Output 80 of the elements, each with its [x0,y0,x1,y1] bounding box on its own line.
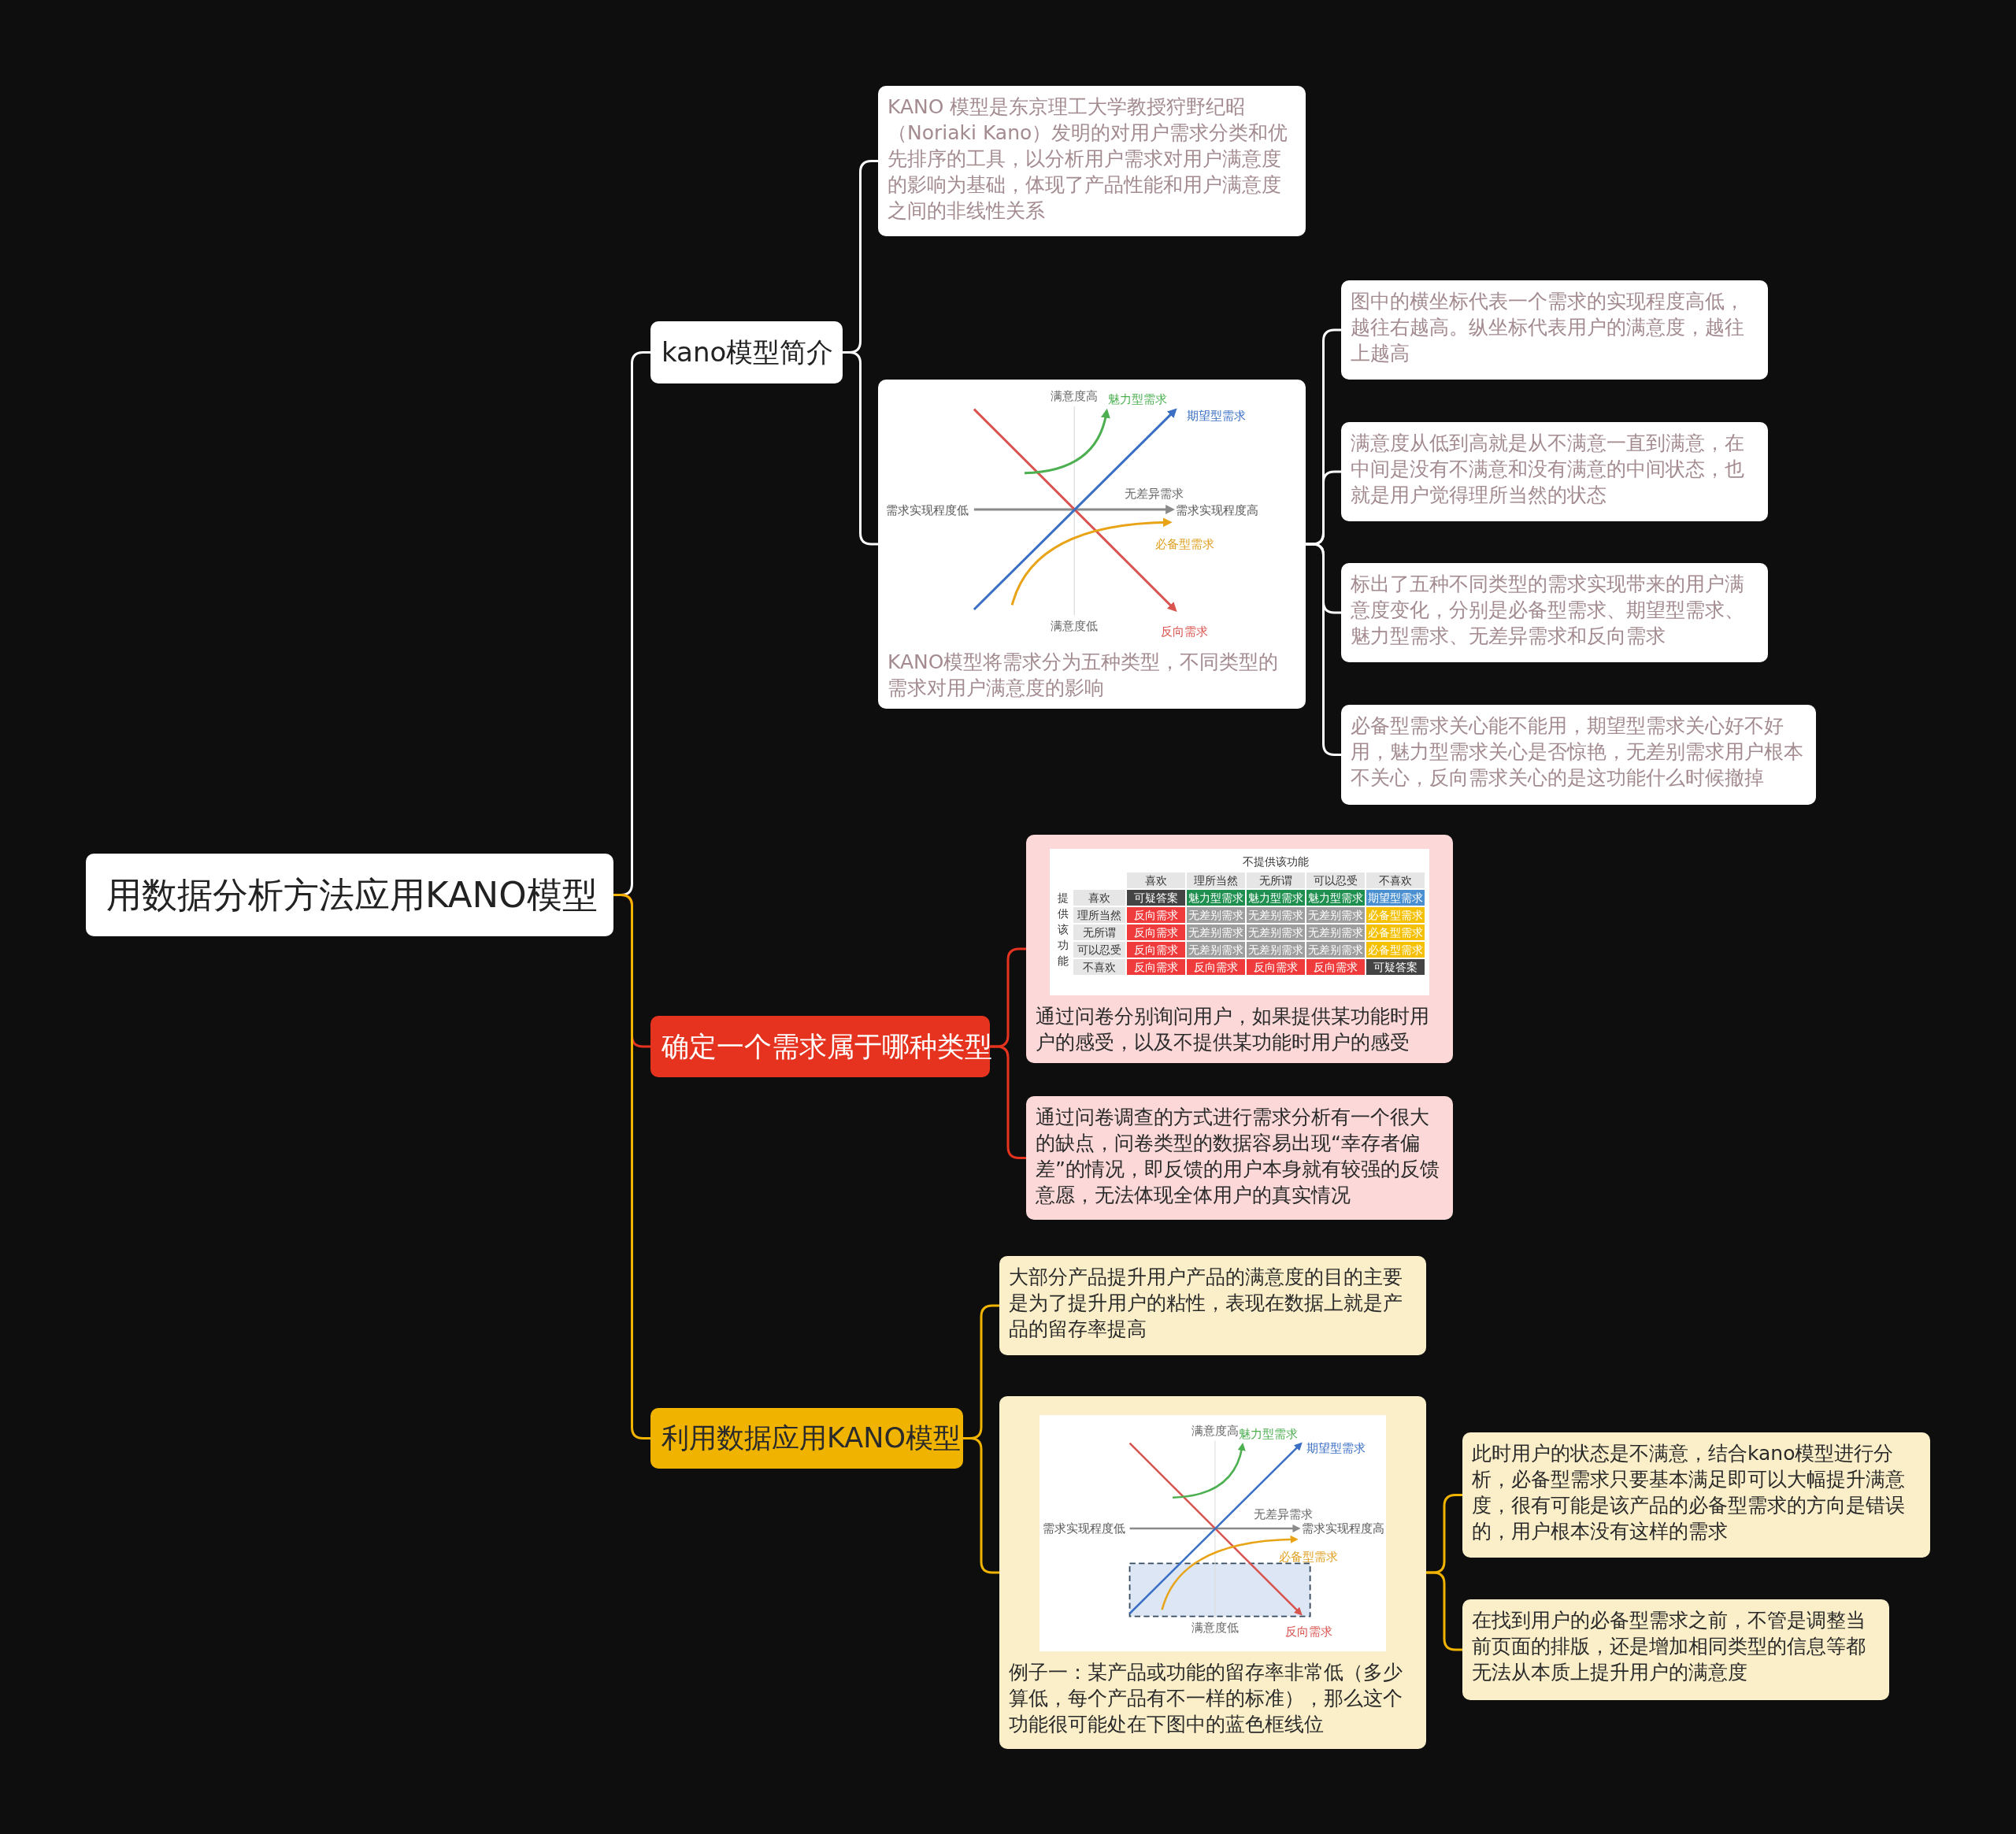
chart-label: 需求实现程度低 [886,504,969,517]
table-cell: 喜欢 [1073,890,1125,906]
table-cell: 反向需求 [1127,959,1185,975]
table-cell: 必备型需求 [1366,907,1425,923]
chart-label: 需求实现程度高 [1176,504,1259,517]
table-cell: 魅力型需求 [1187,890,1245,906]
chart-label: 必备型需求 [1279,1551,1339,1564]
table-cell: 反向需求 [1187,959,1245,975]
connector [1426,1571,1462,1651]
note-card: 满意度从低到高就是从不满意一直到满意，在中间是没有不满意和没有满意的中间状态，也就是用户觉得理所当然的状态 [1341,422,1768,521]
table-cell: 反向需求 [1127,924,1185,940]
table-cell: 无差别需求 [1306,942,1365,958]
table-cell: 无差别需求 [1247,942,1305,958]
image-card [999,1396,1426,1749]
table-cell: 无差别需求 [1306,924,1365,940]
table-cell: 反向需求 [1127,942,1185,958]
table-cell: 无所谓 [1073,924,1125,940]
branch-topic: 确定一个需求属于哪种类型 [650,1016,990,1077]
table-cell: 魅力型需求 [1306,890,1365,906]
note-card: 图中的横坐标代表一个需求的实现程度高低，越往右越高。纵坐标代表用户的满意度，越往上越高 [1341,280,1768,380]
chart-label: 魅力型需求 [1107,392,1167,406]
table-cell-text: 提供该功能 [1057,891,1069,969]
table-cell: 不喜欢 [1073,959,1125,975]
image-card [1026,835,1453,1063]
table-cell-text: 不提供该功能 [1242,854,1310,869]
table-cell: 可以忍受 [1306,873,1365,888]
chart-label: 期望型需求 [1306,1442,1366,1455]
table-cell: 理所当然 [1187,873,1245,888]
table-cell: 不喜欢 [1366,873,1425,888]
table-cell: 理所当然 [1073,907,1125,923]
note-card: 标出了五种不同类型的需求实现带来的用户满意度变化，分别是必备型需求、期望型需求、魅力型需求、无差异需求和反向需求 [1341,563,1768,662]
chart-label: 需求实现程度高 [1301,1522,1384,1536]
root-topic: 用数据分析方法应用KANO模型 [86,854,613,936]
table-cell: 魅力型需求 [1247,890,1305,906]
table-cell: 必备型需求 [1366,924,1425,940]
table-cell: 可以忍受 [1073,942,1125,958]
note-card: 在找到用户的必备型需求之前，不管是调整当前页面的排版，还是增加相同类型的信息等都无法从本质上提升用户的满意度 [1462,1599,1889,1700]
note-card: 必备型需求关心能不能用，期望型需求关心好不好用，魅力型需求关心是否惊艳，无差别需求用户根本不关心，反向需求关心的是这功能什么时候撤掉 [1341,705,1816,805]
table-cell: 无差别需求 [1306,907,1365,923]
note-card: 通过问卷调查的方式进行需求分析有一个很大的缺点，问卷类型的数据容易出现“幸存者偏差”的情况，即反馈的用户本身就有较强的反馈意愿，无法体现全体用户的真实情况 [1026,1096,1453,1220]
image-card [878,380,1306,709]
table-cell: 无差别需求 [1247,924,1305,940]
note-card: KANO 模型是东京理工大学教授狩野纪昭（Noriaki Kano）发明的对用户需求分类和优先排序的工具，以分析用户需求对用户满意度的影响为基础，体现了产品性能和用户满意度之间的非线性关系 [878,86,1306,236]
chart-label: 期望型需求 [1187,409,1247,423]
table-cell: 可疑答案 [1127,890,1185,906]
chart-label: 反向需求 [1284,1625,1332,1638]
connector [613,894,650,1439]
table-cell: 无所谓 [1247,873,1305,888]
chart-label: 需求实现程度低 [1043,1522,1126,1536]
table-cell: 必备型需求 [1366,942,1425,958]
chart-label: 魅力型需求 [1239,1428,1299,1441]
chart-label: 满意度低 [1191,1621,1239,1634]
note-card: 大部分产品提升用户产品的满意度的目的主要是为了提升用户的粘性，表现在数据上就是产品的留存率提高 [999,1256,1426,1355]
table-cell: 反向需求 [1127,907,1185,923]
caption-text: KANO模型将需求分为五种类型，不同类型的需求对用户满意度的影响 [887,650,1280,701]
table-cell: 反向需求 [1247,959,1305,975]
table-cell: 喜欢 [1127,873,1185,888]
table-cell: 无差别需求 [1187,907,1245,923]
chart-label: 无差异需求 [1253,1507,1313,1521]
branch-topic: kano模型简介 [650,321,843,383]
table-cell: 无差别需求 [1247,907,1305,923]
chart-label: 满意度高 [1191,1425,1239,1438]
note-card: 此时用户的状态是不满意，结合kano模型进行分析，必备型需求只要基本满足即可以大幅提升满意度，很有可能是该产品的必备型需求的方向是错误的，用户根本没有这样的需求 [1462,1432,1930,1558]
chart-label: 无差异需求 [1125,487,1184,500]
table-cell: 期望型需求 [1366,890,1425,906]
connector [990,1045,1026,1159]
branch-topic: 利用数据应用KANO模型 [650,1408,963,1469]
connector [1306,543,1341,756]
table-cell: 无差别需求 [1187,924,1245,940]
chart-label: 反向需求 [1161,624,1209,638]
caption-text: 通过问卷分别询问用户，如果提供某功能时用户的感受，以及不提供某功能时用户的感受 [1035,1004,1430,1055]
table-cell: 可疑答案 [1366,959,1425,975]
table-cell: 反向需求 [1306,959,1365,975]
connector [843,351,878,546]
chart-label: 满意度低 [1051,620,1099,633]
table-cell: 无差别需求 [1187,942,1245,958]
connector [963,1437,999,1574]
chart-label: 满意度高 [1051,389,1099,402]
caption-text: 例子一：某产品或功能的留存率非常低（多少算低，每个产品有不一样的标准），那么这个功能很可能处在下图中的蓝色框线位 [1008,1660,1403,1737]
chart-label: 必备型需求 [1154,537,1214,550]
